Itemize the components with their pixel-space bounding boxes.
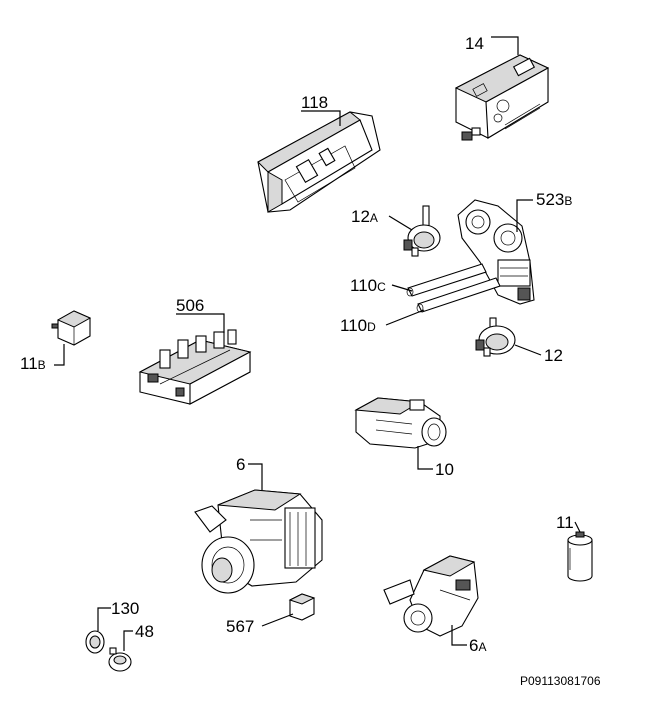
callout-12: 12	[514, 344, 563, 365]
label-14: 14	[465, 34, 484, 53]
part-12-pressure-switch	[475, 317, 516, 357]
callout-118: 118	[301, 93, 341, 126]
label-11: 11	[556, 513, 574, 532]
callout-110D: 110D	[340, 309, 425, 335]
part-6-circulation-pump	[194, 489, 323, 594]
label-6A: 6A	[469, 636, 486, 655]
part-12A-pressure-switch	[403, 205, 441, 257]
part-567-connector	[288, 593, 316, 621]
label-523: 523B	[536, 190, 572, 209]
label-12: 12	[544, 346, 563, 365]
label-6: 6	[236, 455, 245, 474]
label-11B: 11B	[20, 354, 46, 373]
part-48-cap	[108, 647, 132, 672]
callout-14: 14	[465, 34, 519, 55]
callout-6A: 6A	[451, 625, 486, 655]
callout-506: 506	[176, 296, 225, 333]
label-10: 10	[435, 460, 454, 479]
callout-523B: 523B	[516, 190, 572, 232]
label-12A: 12A	[351, 207, 378, 226]
callout-12A: 12A	[351, 207, 413, 231]
part-506-heater-block	[138, 329, 252, 405]
part-118-dispenser	[257, 111, 381, 213]
callout-11B: 11B	[20, 344, 65, 373]
label-130: 130	[111, 599, 139, 618]
part-11B-relay	[51, 310, 92, 346]
callout-48: 48	[123, 622, 154, 651]
reference-code: P09113081706	[520, 674, 601, 688]
callout-567: 567	[226, 613, 294, 636]
label-118: 118	[301, 93, 328, 112]
part-110C-tube	[406, 263, 487, 297]
part-14-control-module	[454, 54, 550, 141]
label-506: 506	[176, 296, 204, 315]
label-48: 48	[135, 622, 154, 641]
part-10-pump-housing	[354, 397, 447, 449]
callout-6: 6	[236, 455, 263, 490]
label-110D: 110D	[340, 316, 376, 335]
callout-130: 130	[97, 599, 139, 631]
part-523B-bracket	[457, 199, 535, 305]
part-6A-drain-pump	[383, 555, 479, 637]
label-110C: 110C	[350, 276, 386, 295]
label-567: 567	[226, 617, 254, 636]
part-11-capacitor	[567, 531, 593, 582]
callout-110C: 110C	[350, 276, 413, 295]
callout-11: 11	[556, 513, 581, 533]
callout-10: 10	[417, 446, 454, 479]
part-130-seal	[85, 630, 105, 654]
